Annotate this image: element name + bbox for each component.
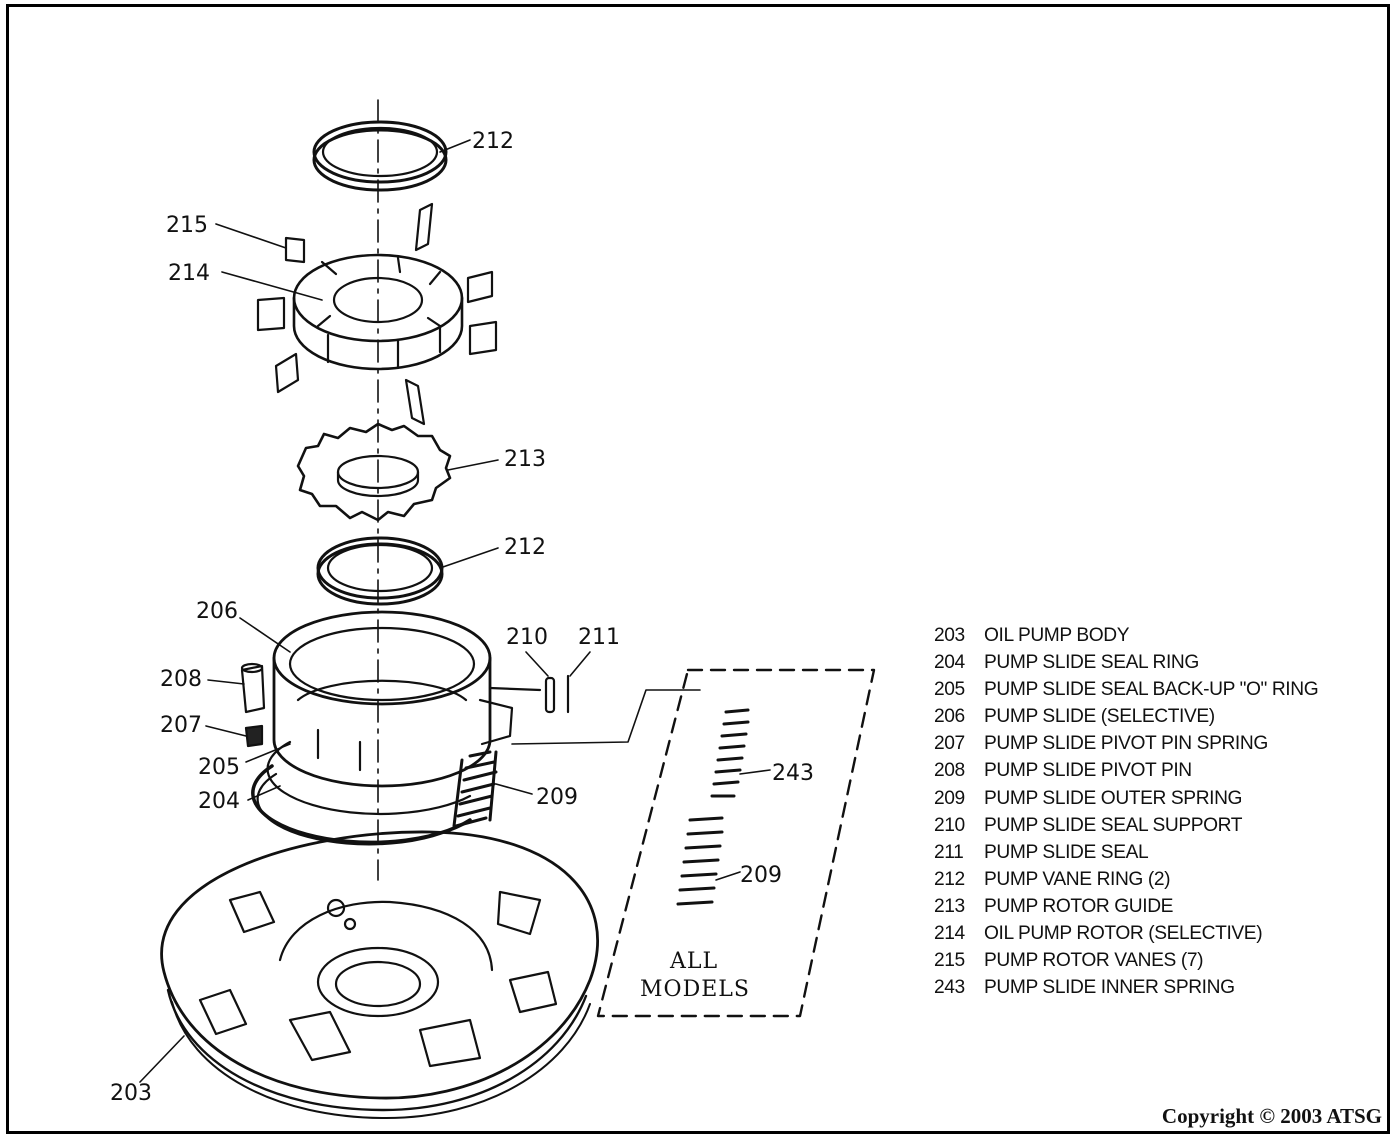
callout-203: 203 [110, 1081, 152, 1106]
legend-item: 208 PUMP SLIDE PIVOT PIN [934, 757, 1318, 784]
legend-text: PUMP SLIDE OUTER SPRING [984, 787, 1243, 809]
inset-label-models: MODELS [640, 977, 750, 1002]
legend-number: 212 [934, 868, 965, 890]
part-212-mid-vane-ring [316, 536, 444, 606]
legend-number: 215 [934, 950, 965, 972]
callout-209-main: 209 [536, 785, 578, 810]
legend-number: 211 [934, 841, 964, 863]
part-206-pump-slide [272, 610, 542, 788]
legend-item: 206 PUMP SLIDE (SELECTIVE) [934, 703, 1318, 730]
legend-number: 213 [934, 895, 965, 917]
part-213-rotor-guide [296, 422, 452, 522]
part-215-rotor-vanes [256, 202, 498, 426]
legend-text: PUMP SLIDE SEAL SUPPORT [984, 814, 1243, 836]
legend-item: 214 OIL PUMP ROTOR (SELECTIVE) [934, 920, 1318, 947]
legend-number: 209 [934, 787, 965, 809]
callout-212-mid: 212 [504, 535, 546, 560]
legend-number: 208 [934, 760, 965, 782]
diagram-frame [6, 4, 1390, 1134]
legend-text: OIL PUMP ROTOR (SELECTIVE) [984, 923, 1263, 945]
callout-205: 205 [198, 755, 240, 780]
callout-210: 210 [506, 625, 548, 650]
legend-text: PUMP SLIDE SEAL BACK-UP "O" RING [984, 679, 1319, 701]
callout-215: 215 [166, 213, 208, 238]
callout-211: 211 [578, 625, 620, 650]
part-214-oil-pump-rotor [292, 253, 464, 371]
callout-214: 214 [168, 261, 210, 286]
part-209-outer-spring-inset [676, 816, 724, 906]
all-models-inset [511, 668, 876, 1018]
legend-text: PUMP ROTOR GUIDE [984, 895, 1174, 917]
leader-lines [139, 139, 771, 1083]
callout-207: 207 [160, 713, 202, 738]
legend-item: 211 PUMP SLIDE SEAL [934, 839, 1318, 866]
legend-text: PUMP SLIDE SEAL RING [984, 652, 1199, 674]
legend-text: PUMP SLIDE (SELECTIVE) [984, 706, 1215, 728]
inset-label-all: ALL [669, 949, 718, 974]
legend-item: 209 PUMP SLIDE OUTER SPRING [934, 785, 1318, 812]
legend-number: 207 [934, 733, 965, 755]
legend-text: PUMP ROTOR VANES (7) [984, 950, 1204, 972]
legend-number: 243 [934, 977, 965, 999]
parts-legend: 203 OIL PUMP BODY 204 PUMP SLIDE SEAL RING… [934, 622, 1319, 1001]
callout-212-top: 212 [472, 129, 514, 154]
part-212-top-vane-ring [312, 120, 448, 192]
legend-item: 243 PUMP SLIDE INNER SPRING [934, 974, 1318, 1001]
legend-item: 212 PUMP VANE RING (2) [934, 866, 1318, 893]
part-203-oil-pump-body [160, 830, 599, 1119]
legend-item: 215 PUMP ROTOR VANES (7) [934, 947, 1318, 974]
legend-number: 204 [934, 652, 965, 674]
callout-208: 208 [160, 667, 202, 692]
part-207-pivot-pin-spring [244, 724, 264, 748]
part-209-outer-spring-main [452, 750, 498, 828]
legend-text: OIL PUMP BODY [984, 625, 1130, 646]
legend-item: 210 PUMP SLIDE SEAL SUPPORT [934, 812, 1318, 839]
callout-numbers: 212 215 214 213 212 206 210 211 208 207 … [110, 129, 814, 1106]
legend-text: PUMP SLIDE INNER SPRING [984, 977, 1235, 999]
callout-209-inset: 209 [740, 863, 782, 888]
legend-item: 207 PUMP SLIDE PIVOT PIN SPRING [934, 730, 1318, 757]
callout-213: 213 [504, 447, 546, 472]
legend-item: 204 PUMP SLIDE SEAL RING [934, 649, 1318, 676]
legend-number: 205 [934, 679, 965, 701]
legend-text: PUMP SLIDE PIVOT PIN [984, 760, 1192, 782]
callout-243: 243 [772, 761, 814, 786]
legend-text: PUMP SLIDE PIVOT PIN SPRING [984, 733, 1268, 755]
part-210-211-seals [544, 674, 570, 714]
legend-text: PUMP VANE RING (2) [984, 868, 1171, 890]
legend-text: PUMP SLIDE SEAL [984, 841, 1149, 863]
legend-item: 213 PUMP ROTOR GUIDE [934, 893, 1318, 920]
legend-item: 203 OIL PUMP BODY [934, 622, 1318, 649]
part-204-205-seal-rings [251, 740, 472, 846]
callout-206: 206 [196, 599, 238, 624]
callout-204: 204 [198, 789, 240, 814]
part-243-inner-spring [710, 708, 750, 798]
legend-number: 206 [934, 706, 965, 728]
legend-item: 205 PUMP SLIDE SEAL BACK-UP "O" RING [934, 676, 1319, 703]
legend-number: 203 [934, 625, 965, 646]
part-208-pivot-pin [240, 662, 266, 714]
legend-number: 210 [934, 814, 965, 836]
legend-number: 214 [934, 923, 965, 945]
copyright-notice: Copyright © 2003 ATSG [1161, 1104, 1382, 1128]
